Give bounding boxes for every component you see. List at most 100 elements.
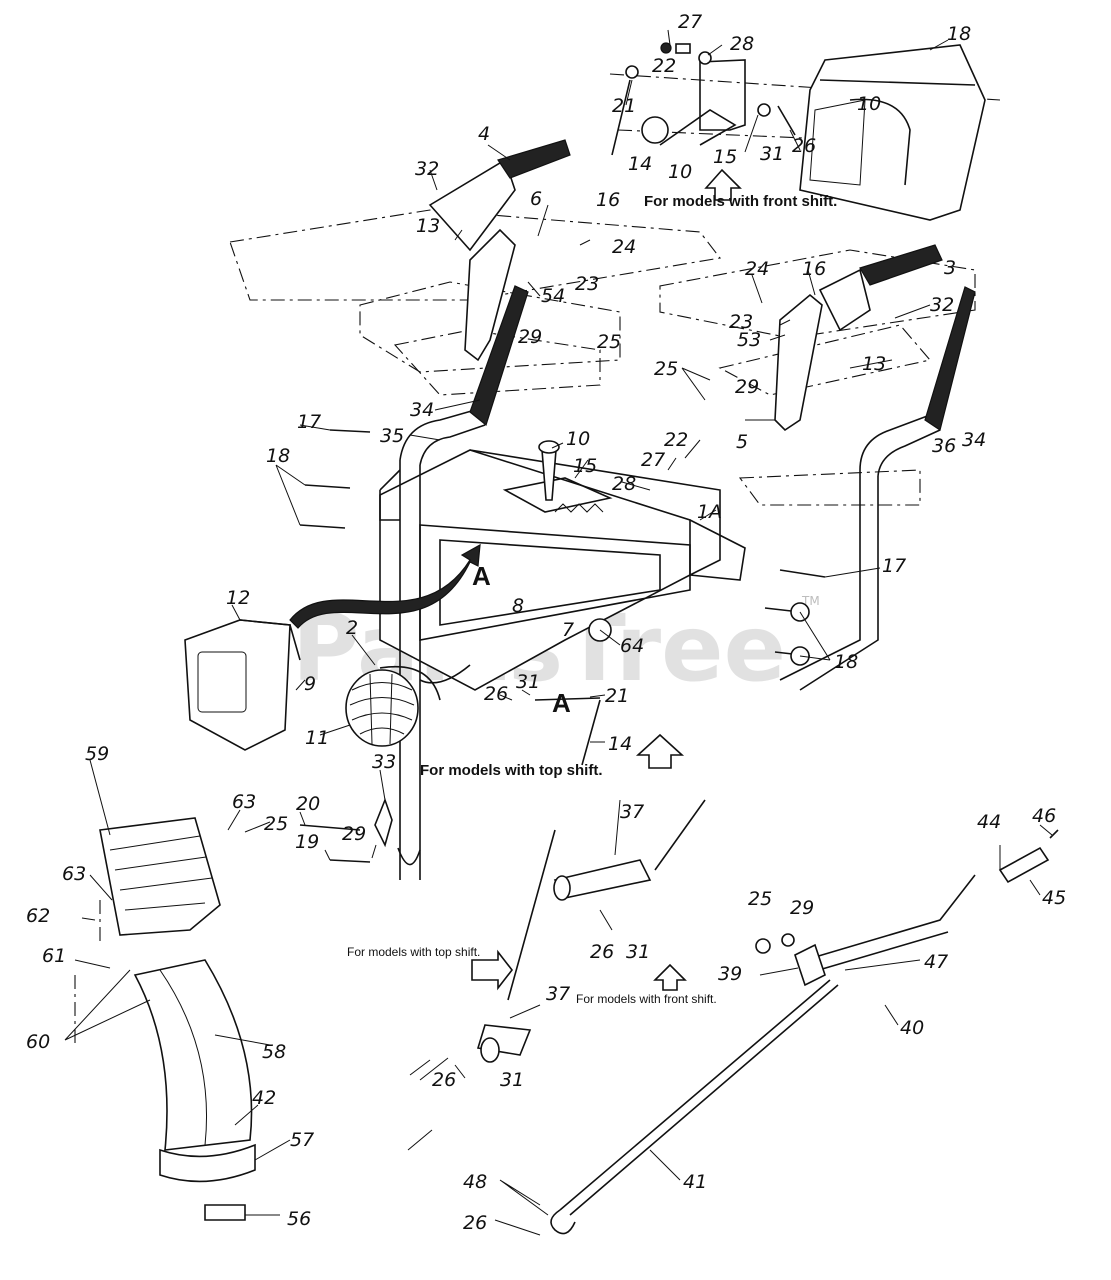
label-27-top: 27 xyxy=(678,11,702,33)
label-16-left: 16 xyxy=(596,189,620,211)
panel-hardware xyxy=(299,429,826,769)
label-54: 54 xyxy=(541,285,565,307)
label-60: 60 xyxy=(26,1031,50,1053)
label-10-console: 10 xyxy=(857,93,881,115)
handle-right-tube xyxy=(779,470,879,691)
headlight-back xyxy=(239,619,301,661)
washer-31-top xyxy=(757,103,771,117)
rod-14-mid xyxy=(581,699,601,766)
panel-right-flange xyxy=(689,519,746,581)
label-29-linkage: 29 xyxy=(790,897,814,919)
bolt-19 xyxy=(329,859,371,863)
clamp-56 xyxy=(204,1204,246,1221)
label-25-linkage: 25 xyxy=(748,888,772,910)
label-25-chute: 25 xyxy=(264,813,288,835)
label-23-left: 23 xyxy=(575,273,599,295)
shift-rod-37-top xyxy=(654,799,706,871)
handle-left-bracket xyxy=(379,469,401,521)
phantom-plate-right xyxy=(659,249,976,339)
label-26-front: 26 xyxy=(590,941,614,963)
nut-22-top xyxy=(660,42,672,54)
assembly-arrow-a xyxy=(289,543,481,629)
caption-top-shift-small: For models with top shift. xyxy=(347,945,480,959)
label-46: 46 xyxy=(1032,805,1056,827)
label-17-left: 17 xyxy=(297,411,321,433)
label-7: 7 xyxy=(562,619,574,641)
lever-right xyxy=(774,244,943,432)
label-29-right: 29 xyxy=(735,376,759,398)
label-63-right: 63 xyxy=(232,791,256,813)
shift-rod-14 xyxy=(611,79,631,156)
label-18-right: 18 xyxy=(834,651,858,673)
deflector-59 xyxy=(99,817,221,936)
label-20: 20 xyxy=(296,793,320,815)
lever-right-plate-5 xyxy=(774,293,823,432)
handle-right-bend xyxy=(859,414,941,477)
label-4: 4 xyxy=(478,123,490,145)
rod-a-link xyxy=(534,697,601,701)
arrow-front-shift-small xyxy=(653,963,687,991)
link-47 xyxy=(804,874,976,973)
lever-left xyxy=(428,139,571,362)
label-32-left: 32 xyxy=(415,158,439,180)
label-31-mid: 31 xyxy=(516,671,540,693)
label-35: 35 xyxy=(380,425,404,447)
label-18-top: 18 xyxy=(947,23,971,45)
label-36: 36 xyxy=(932,435,956,457)
lower-hardware xyxy=(299,797,393,863)
coupler-45 xyxy=(998,846,1050,884)
marker-a-panel: A xyxy=(472,561,491,591)
pin-26-top xyxy=(777,105,796,136)
label-12: 12 xyxy=(226,587,250,609)
label-62: 62 xyxy=(26,905,50,927)
label-57: 57 xyxy=(290,1129,314,1151)
label-25-left: 25 xyxy=(597,331,621,353)
phantom-plate-left xyxy=(229,209,721,301)
label-26-bottom: 26 xyxy=(432,1069,456,1091)
caption-top-shift-mid: For models with top shift. xyxy=(420,762,603,779)
console-top-edge xyxy=(819,79,976,86)
headlight-lens xyxy=(197,651,247,713)
phantom-plate-left-small xyxy=(393,329,601,396)
label-59: 59 xyxy=(85,743,109,765)
bolt-20 xyxy=(299,824,361,831)
label-45: 45 xyxy=(1042,887,1066,909)
label-17-right: 17 xyxy=(882,555,906,577)
label-56: 56 xyxy=(287,1208,311,1230)
label-23-right: 23 xyxy=(729,311,753,333)
label-37-bottom: 37 xyxy=(546,983,570,1005)
panel-top-edge xyxy=(469,449,721,576)
knob-10-top xyxy=(641,116,669,144)
shift-arm-15 xyxy=(659,109,737,146)
wiring-2 xyxy=(379,664,471,701)
chute-58 xyxy=(133,959,253,1151)
bolt-17-left xyxy=(329,429,371,433)
lever-left-plate-6 xyxy=(464,228,516,362)
shift-arm-37-bottom-boss xyxy=(480,1037,500,1063)
lever-left-bracket xyxy=(428,158,516,252)
arrow-top-shift-mid xyxy=(635,733,685,769)
label-48: 48 xyxy=(463,1171,487,1193)
label-10-panel: 10 xyxy=(566,428,590,450)
bracket-39 xyxy=(794,943,826,987)
label-42: 42 xyxy=(252,1087,276,1109)
chute-ring-57 xyxy=(159,1143,256,1183)
leader-lines xyxy=(64,29,1053,1236)
label-24-right: 24 xyxy=(745,258,769,280)
label-13-right: 13 xyxy=(862,353,886,375)
label-32-right: 32 xyxy=(930,294,954,316)
chute-seam xyxy=(159,969,208,1146)
label-64: 64 xyxy=(620,635,644,657)
shift-rod-37-bottom xyxy=(507,829,556,1001)
shift-arm-37-top-boss xyxy=(553,875,571,901)
label-8: 8 xyxy=(512,595,524,617)
lever-left-grip xyxy=(497,139,571,179)
label-22-panel: 22 xyxy=(664,429,688,451)
phantom-plate-right-lower xyxy=(738,469,921,506)
label-16-right: 16 xyxy=(802,258,826,280)
label-5: 5 xyxy=(736,431,748,453)
chute-assembly xyxy=(74,817,256,1221)
label-34-right: 34 xyxy=(962,429,986,451)
label-58: 58 xyxy=(262,1041,286,1063)
label-15-panel: 15 xyxy=(573,455,597,477)
